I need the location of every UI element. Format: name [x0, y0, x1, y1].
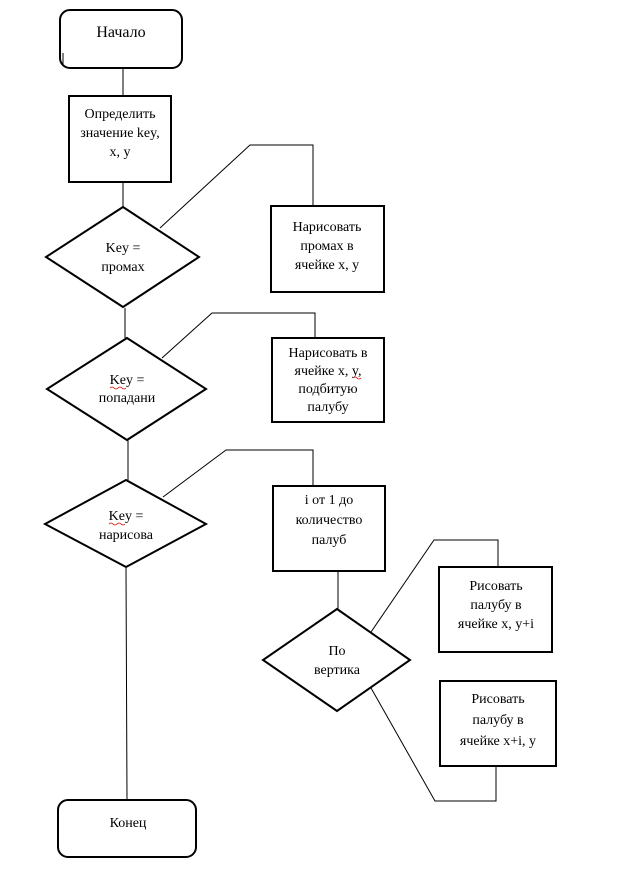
cond-draw-line-1: Key =	[109, 509, 144, 524]
draw-vertical-line-2: палубу в	[470, 598, 522, 613]
cond-miss-line-2: промах	[101, 260, 144, 275]
connector-draw-loop	[162, 449, 314, 498]
loop-line-2: количество	[296, 513, 363, 528]
decision-vertical: По вертика	[261, 607, 412, 713]
process-draw-vertical: Рисовать палубу в ячейке x, y+i	[438, 566, 553, 653]
start-label: Начало	[96, 24, 145, 41]
connector-hit-drawhit	[161, 312, 316, 359]
determine-line-2: значение key,	[80, 126, 159, 141]
determine-line-1: Определить	[85, 107, 156, 122]
decision-key-hit: Key = попадани	[45, 336, 208, 442]
draw-hit-line-4: палубу	[307, 400, 348, 415]
draw-horizontal-line-2: палубу в	[472, 713, 524, 728]
spellcheck-underline	[108, 522, 126, 526]
cond-hit-line-1: Key =	[110, 373, 145, 388]
cond-draw-line-2: нарисова	[99, 528, 154, 543]
spellcheck-underline	[109, 386, 127, 390]
loop-line-3: палуб	[312, 533, 347, 548]
decision-key-draw: Key = нарисова	[42, 478, 209, 569]
loop-line-1: i от 1 до	[305, 493, 353, 508]
draw-horizontal-line-3: ячейке x+i, y	[460, 734, 536, 749]
spellcheck-underline	[352, 376, 362, 380]
determine-line-3: x, y	[110, 145, 131, 160]
connector-miss-drawmiss	[159, 144, 314, 229]
draw-hit-line-2: ячейке x, y,	[295, 364, 362, 379]
draw-miss-line-2: промах в	[300, 239, 354, 254]
start-terminator: Начало	[59, 9, 183, 69]
process-determine-key: Определить значение key, x, y	[68, 95, 172, 183]
draw-vertical-line-1: Рисовать	[469, 579, 522, 594]
process-loop: i от 1 до количество палуб	[272, 485, 386, 572]
process-draw-hit: Нарисовать в ячейке x, y, подбитую палуб…	[271, 337, 385, 423]
connector-vertical-no	[370, 687, 497, 802]
connectors	[122, 68, 499, 802]
cond-vertical-line-1: По	[328, 644, 345, 659]
draw-miss-line-1: Нарисовать	[293, 220, 362, 235]
cond-hit-line-2: попадани	[99, 391, 156, 406]
process-draw-horizontal: Рисовать палубу в ячейке x+i, y	[439, 680, 557, 767]
draw-vertical-line-3: ячейке x, y+i	[458, 617, 534, 632]
draw-horizontal-line-1: Рисовать	[471, 692, 524, 707]
connector-draw-end	[125, 566, 128, 801]
end-terminator: Конец	[57, 799, 197, 858]
process-draw-miss: Нарисовать промах в ячейке x, y	[270, 205, 385, 293]
connector-vertical-yes	[370, 539, 499, 633]
draw-hit-line-1: Нарисовать в	[289, 346, 368, 361]
draw-hit-line-3: подбитую	[298, 382, 357, 397]
cond-miss-line-1: Key =	[106, 241, 141, 256]
cond-vertical-line-2: вертика	[314, 663, 361, 678]
decision-key-miss: Key = промах	[44, 205, 201, 309]
draw-miss-line-3: ячейке x, y	[295, 258, 359, 273]
end-label: Конец	[110, 816, 147, 831]
